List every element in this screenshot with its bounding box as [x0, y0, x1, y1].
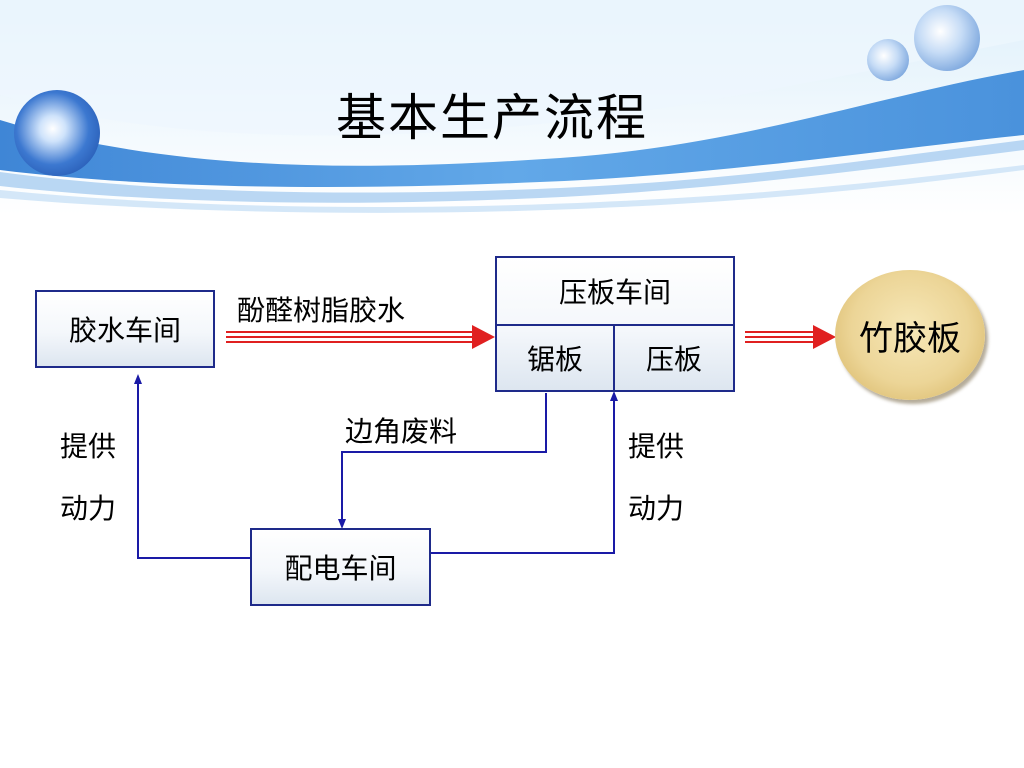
power-left-label-1: 提供 [60, 430, 117, 463]
product-label: 竹胶板 [859, 318, 961, 359]
power-workshop-label: 配电车间 [284, 552, 397, 585]
press-workshop-header: 压板车间 [497, 258, 733, 326]
power-right-label-2: 动力 [628, 492, 685, 525]
power-workshop-box: 配电车间 [250, 528, 431, 606]
scrap-label: 边角废料 [345, 415, 458, 448]
sawing-cell: 锯板 [497, 326, 615, 390]
power-right-label-1: 提供 [628, 430, 685, 463]
power-to-press-connector [430, 391, 618, 554]
product-oval: 竹胶板 [835, 270, 985, 400]
press-workshop-label: 压板车间 [558, 276, 671, 309]
glue-workshop-box: 胶水车间 [35, 290, 215, 368]
pressing-label: 压板 [645, 343, 702, 376]
press-to-product-arrow [745, 325, 836, 349]
resin-glue-label: 酚醛树脂胶水 [237, 294, 406, 327]
scrap-connector [338, 393, 547, 529]
sawing-label: 锯板 [526, 343, 583, 376]
header-banner [0, 0, 1024, 215]
power-left-label-2: 动力 [60, 492, 117, 525]
glue-workshop-label: 胶水车间 [68, 314, 181, 347]
press-workshop-box: 压板车间 锯板 压板 [495, 256, 735, 392]
power-to-glue-connector [134, 374, 250, 559]
glue-to-press-arrow [226, 325, 495, 349]
page-title: 基本生产流程 [336, 89, 648, 147]
pressing-cell: 压板 [615, 326, 733, 390]
